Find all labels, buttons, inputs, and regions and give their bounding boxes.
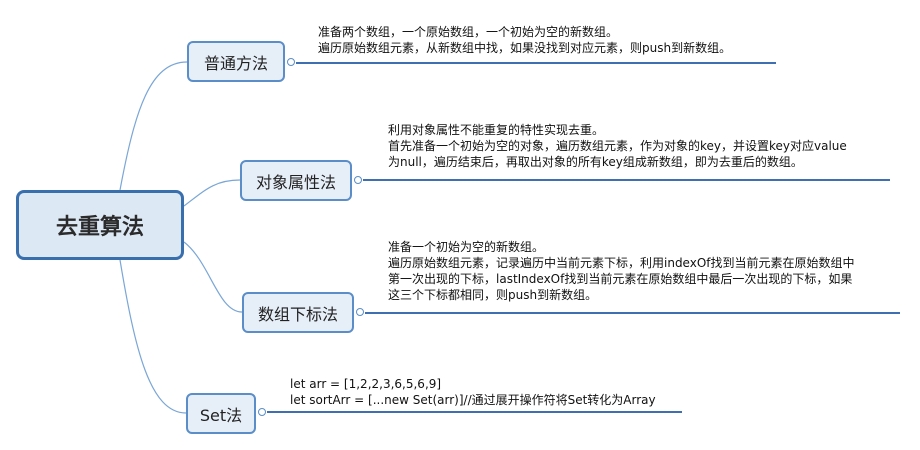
collapse-toggle-icon[interactable] [354, 176, 362, 184]
note-line: 遍历原始数组元素，记录遍历中当前元素下标，利用indexOf找到当前元素在原始数… [388, 256, 855, 270]
collapse-toggle-icon[interactable] [287, 58, 295, 66]
branch-set-method[interactable]: Set法 [186, 393, 256, 434]
branch-label: Set法 [199, 405, 243, 425]
note-line: 遍历原始数组元素，从新数组中找，如果没找到对应元素，则push到新数组。 [318, 41, 732, 55]
branch-label: 对象属性法 [255, 172, 336, 192]
branch-label: 普通方法 [203, 53, 268, 73]
note-array-index: 准备一个初始为空的新数组。 遍历原始数组元素，记录遍历中当前元素下标，利用ind… [388, 239, 855, 303]
note-line: 利用对象属性不能重复的特性实现去重。 [388, 123, 605, 137]
connector-2 [183, 179, 241, 207]
note-normal-method: 准备两个数组，一个原始数组，一个初始为空的新数组。 遍历原始数组元素，从新数组中… [318, 24, 731, 56]
note-object-property: 利用对象属性不能重复的特性实现去重。 首先准备一个初始为空的对象，遍历数组元素，… [388, 122, 847, 170]
connector-3 [183, 241, 243, 313]
branch-normal-method[interactable]: 普通方法 [187, 41, 285, 82]
branch-array-index[interactable]: 数组下标法 [242, 292, 354, 333]
note-line: 这三个下标都相同，则push到新数组。 [388, 288, 598, 302]
collapse-toggle-icon[interactable] [258, 408, 266, 416]
note-line: 准备两个数组，一个原始数组，一个初始为空的新数组。 [318, 25, 619, 39]
note-set-method: let arr = [1,2,2,3,6,5,6,9] let sortArr … [290, 376, 656, 408]
note-line: 首先准备一个初始为空的对象，遍历数组元素，作为对象的key，并设置key对应va… [388, 139, 847, 153]
connector-4 [119, 259, 187, 414]
central-topic[interactable]: 去重算法 [16, 190, 184, 260]
collapse-toggle-icon[interactable] [356, 308, 364, 316]
note-line: let arr = [1,2,2,3,6,5,6,9] [290, 377, 442, 391]
note-line: 第一次出现的下标，lastIndexOf找到当前元素在原始数组中最后一次出现的下… [388, 272, 853, 286]
connector-1 [119, 61, 188, 191]
branch-object-property[interactable]: 对象属性法 [240, 160, 352, 201]
central-topic-label: 去重算法 [55, 215, 144, 240]
note-line: 准备一个初始为空的新数组。 [388, 240, 545, 254]
note-line: 为null，遍历结束后，再取出对象的所有key组成新数组，即为去重后的数组。 [388, 155, 803, 169]
note-line: let sortArr = [...new Set(arr)]//通过展开操作符… [290, 393, 656, 407]
branch-label: 数组下标法 [257, 304, 338, 324]
